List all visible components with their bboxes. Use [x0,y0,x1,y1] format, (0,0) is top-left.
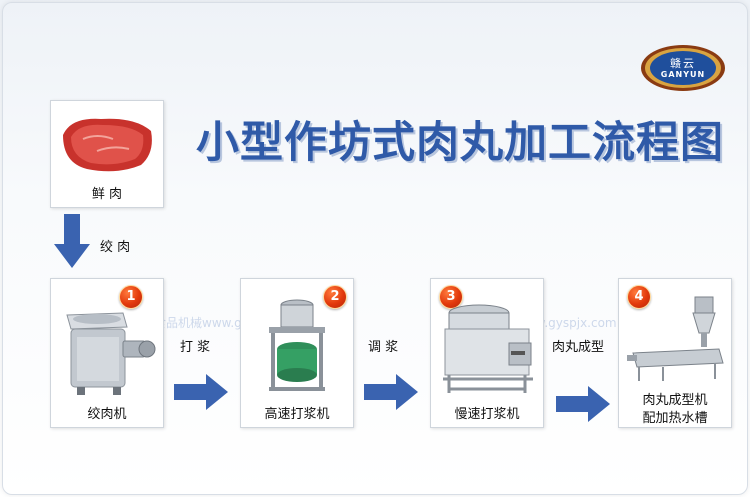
transition-label: 打 浆 [180,340,211,355]
step-label-line2: 配加热水槽 [642,411,708,426]
logo-chinese-text: 赣云 [670,56,696,70]
step-label: 慢速打浆机 [454,407,520,422]
ganyun-logo: 赣云 GANYUN [640,44,726,92]
raw-meat-box: 鲜 肉 [50,100,164,208]
step-label: 绞肉机 [87,407,127,422]
step-number-badge: 4 [627,285,651,309]
page-title: 小型作坊式肉丸加工流程图 [196,118,724,168]
meatball-former-image [627,296,724,381]
step-box-meat-grinder: 1 绞肉机 [50,278,164,428]
step-number-badge: 1 [119,285,143,309]
right-arrow [364,374,418,410]
step-box-meatball-former: 4 肉丸成型机 配加热水槽 [618,278,732,428]
low-speed-beater-image [443,304,533,393]
meat-grinder-image [66,312,156,395]
step-box-low-speed-beater: 3 慢速打浆机 [430,278,544,428]
down-arrow-label: 绞 肉 [100,240,131,255]
step-number-badge: 3 [439,285,463,309]
right-arrow [556,386,610,422]
high-speed-beater-image [269,299,325,391]
step-label-line1: 肉丸成型机 [642,393,708,408]
transition-label: 肉丸成型 [552,340,605,355]
step-number-badge: 2 [323,285,347,309]
step-box-high-speed-beater: 2 高速打浆机 [240,278,354,428]
right-arrow [174,374,228,410]
logo-english-text: GANYUN [660,69,706,79]
step-label: 高速打浆机 [264,407,330,422]
transition-label: 调 浆 [368,340,399,355]
raw-meat-image [63,118,152,172]
down-arrow [54,214,90,268]
raw-meat-label: 鲜 肉 [91,187,123,202]
